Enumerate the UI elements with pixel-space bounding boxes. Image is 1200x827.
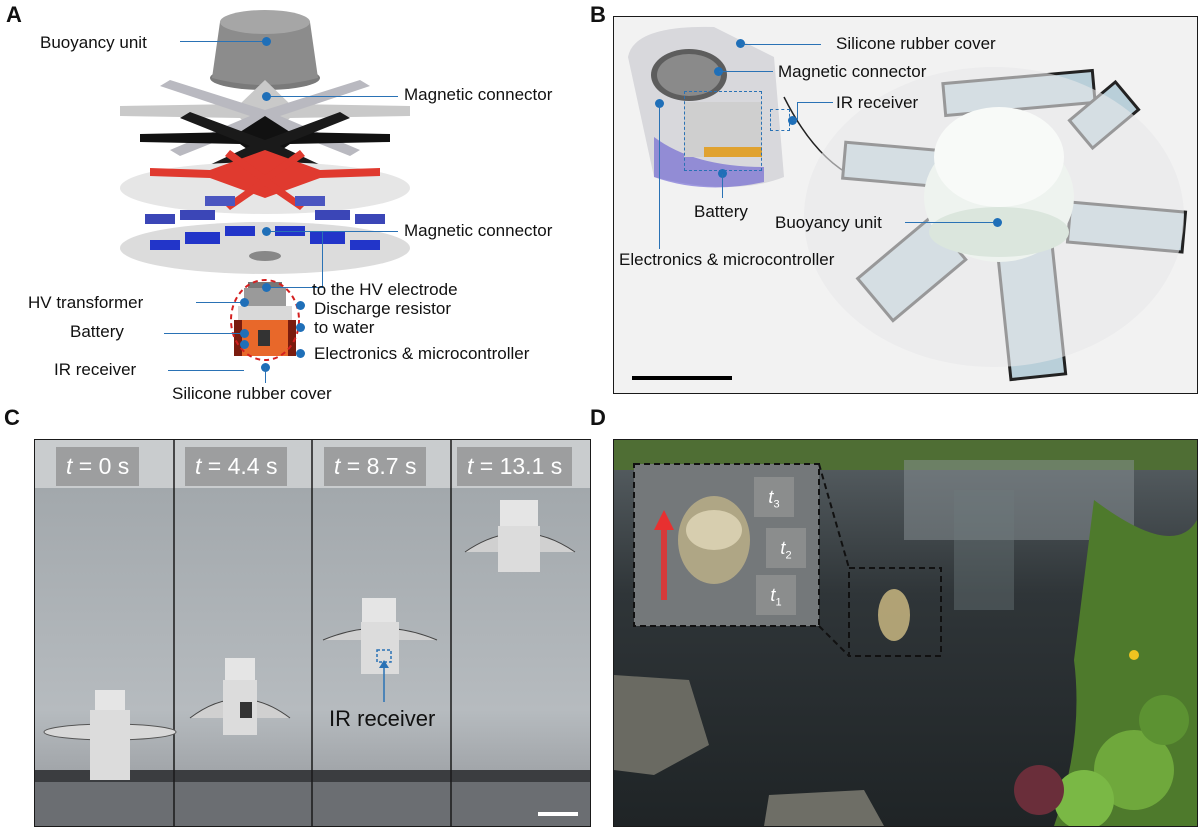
time-mark-t2: t2 bbox=[766, 528, 806, 568]
label-battery-b: Battery bbox=[694, 202, 748, 221]
label-buoyancy-unit: Buoyancy unit bbox=[40, 33, 147, 52]
label-magnetic-connector-mid: Magnetic connector bbox=[404, 221, 553, 240]
label-magnetic-connector-top: Magnetic connector bbox=[404, 85, 553, 104]
panel-letter-d: D bbox=[590, 405, 606, 430]
time-label-frame-4: t = 13.1 s bbox=[457, 447, 573, 486]
time-mark-t3: t3 bbox=[754, 477, 794, 517]
label-electronics-b: Electronics & microcontroller bbox=[619, 250, 835, 269]
label-hv-transformer: HV transformer bbox=[28, 293, 144, 312]
time-label-frame-1: t = 0 s bbox=[56, 447, 140, 486]
panel-letter-a: A bbox=[6, 2, 22, 27]
label-silicone-cover-a: Silicone rubber cover bbox=[172, 384, 332, 403]
photo-pond-field-test bbox=[613, 439, 1198, 827]
label-discharge-resistor: Discharge resistor bbox=[314, 299, 451, 318]
photo-time-sequence bbox=[34, 439, 591, 827]
time-label-frame-3: t = 8.7 s bbox=[324, 447, 427, 486]
label-ir-receiver-c: IR receiver bbox=[329, 706, 436, 731]
label-battery-a: Battery bbox=[70, 322, 124, 341]
panel-letter-c: C bbox=[4, 405, 20, 430]
label-ir-receiver-b: IR receiver bbox=[836, 93, 919, 112]
label-ir-receiver-a: IR receiver bbox=[54, 360, 137, 379]
label-electronics-a: Electronics & microcontroller bbox=[314, 344, 530, 363]
time-label-frame-2: t = 4.4 s bbox=[185, 447, 288, 486]
label-buoyancy-unit-b: Buoyancy unit bbox=[775, 213, 882, 232]
panel-letter-b: B bbox=[590, 2, 606, 27]
label-to-water: to water bbox=[314, 318, 375, 337]
time-mark-t1: t1 bbox=[756, 575, 796, 615]
label-magnetic-connector-b: Magnetic connector bbox=[778, 62, 927, 81]
exploded-robot-diagram bbox=[120, 10, 410, 361]
label-to-hv-electrode: to the HV electrode bbox=[312, 280, 458, 299]
photo-robot-components bbox=[613, 16, 1198, 394]
label-silicone-cover-b: Silicone rubber cover bbox=[836, 34, 996, 53]
